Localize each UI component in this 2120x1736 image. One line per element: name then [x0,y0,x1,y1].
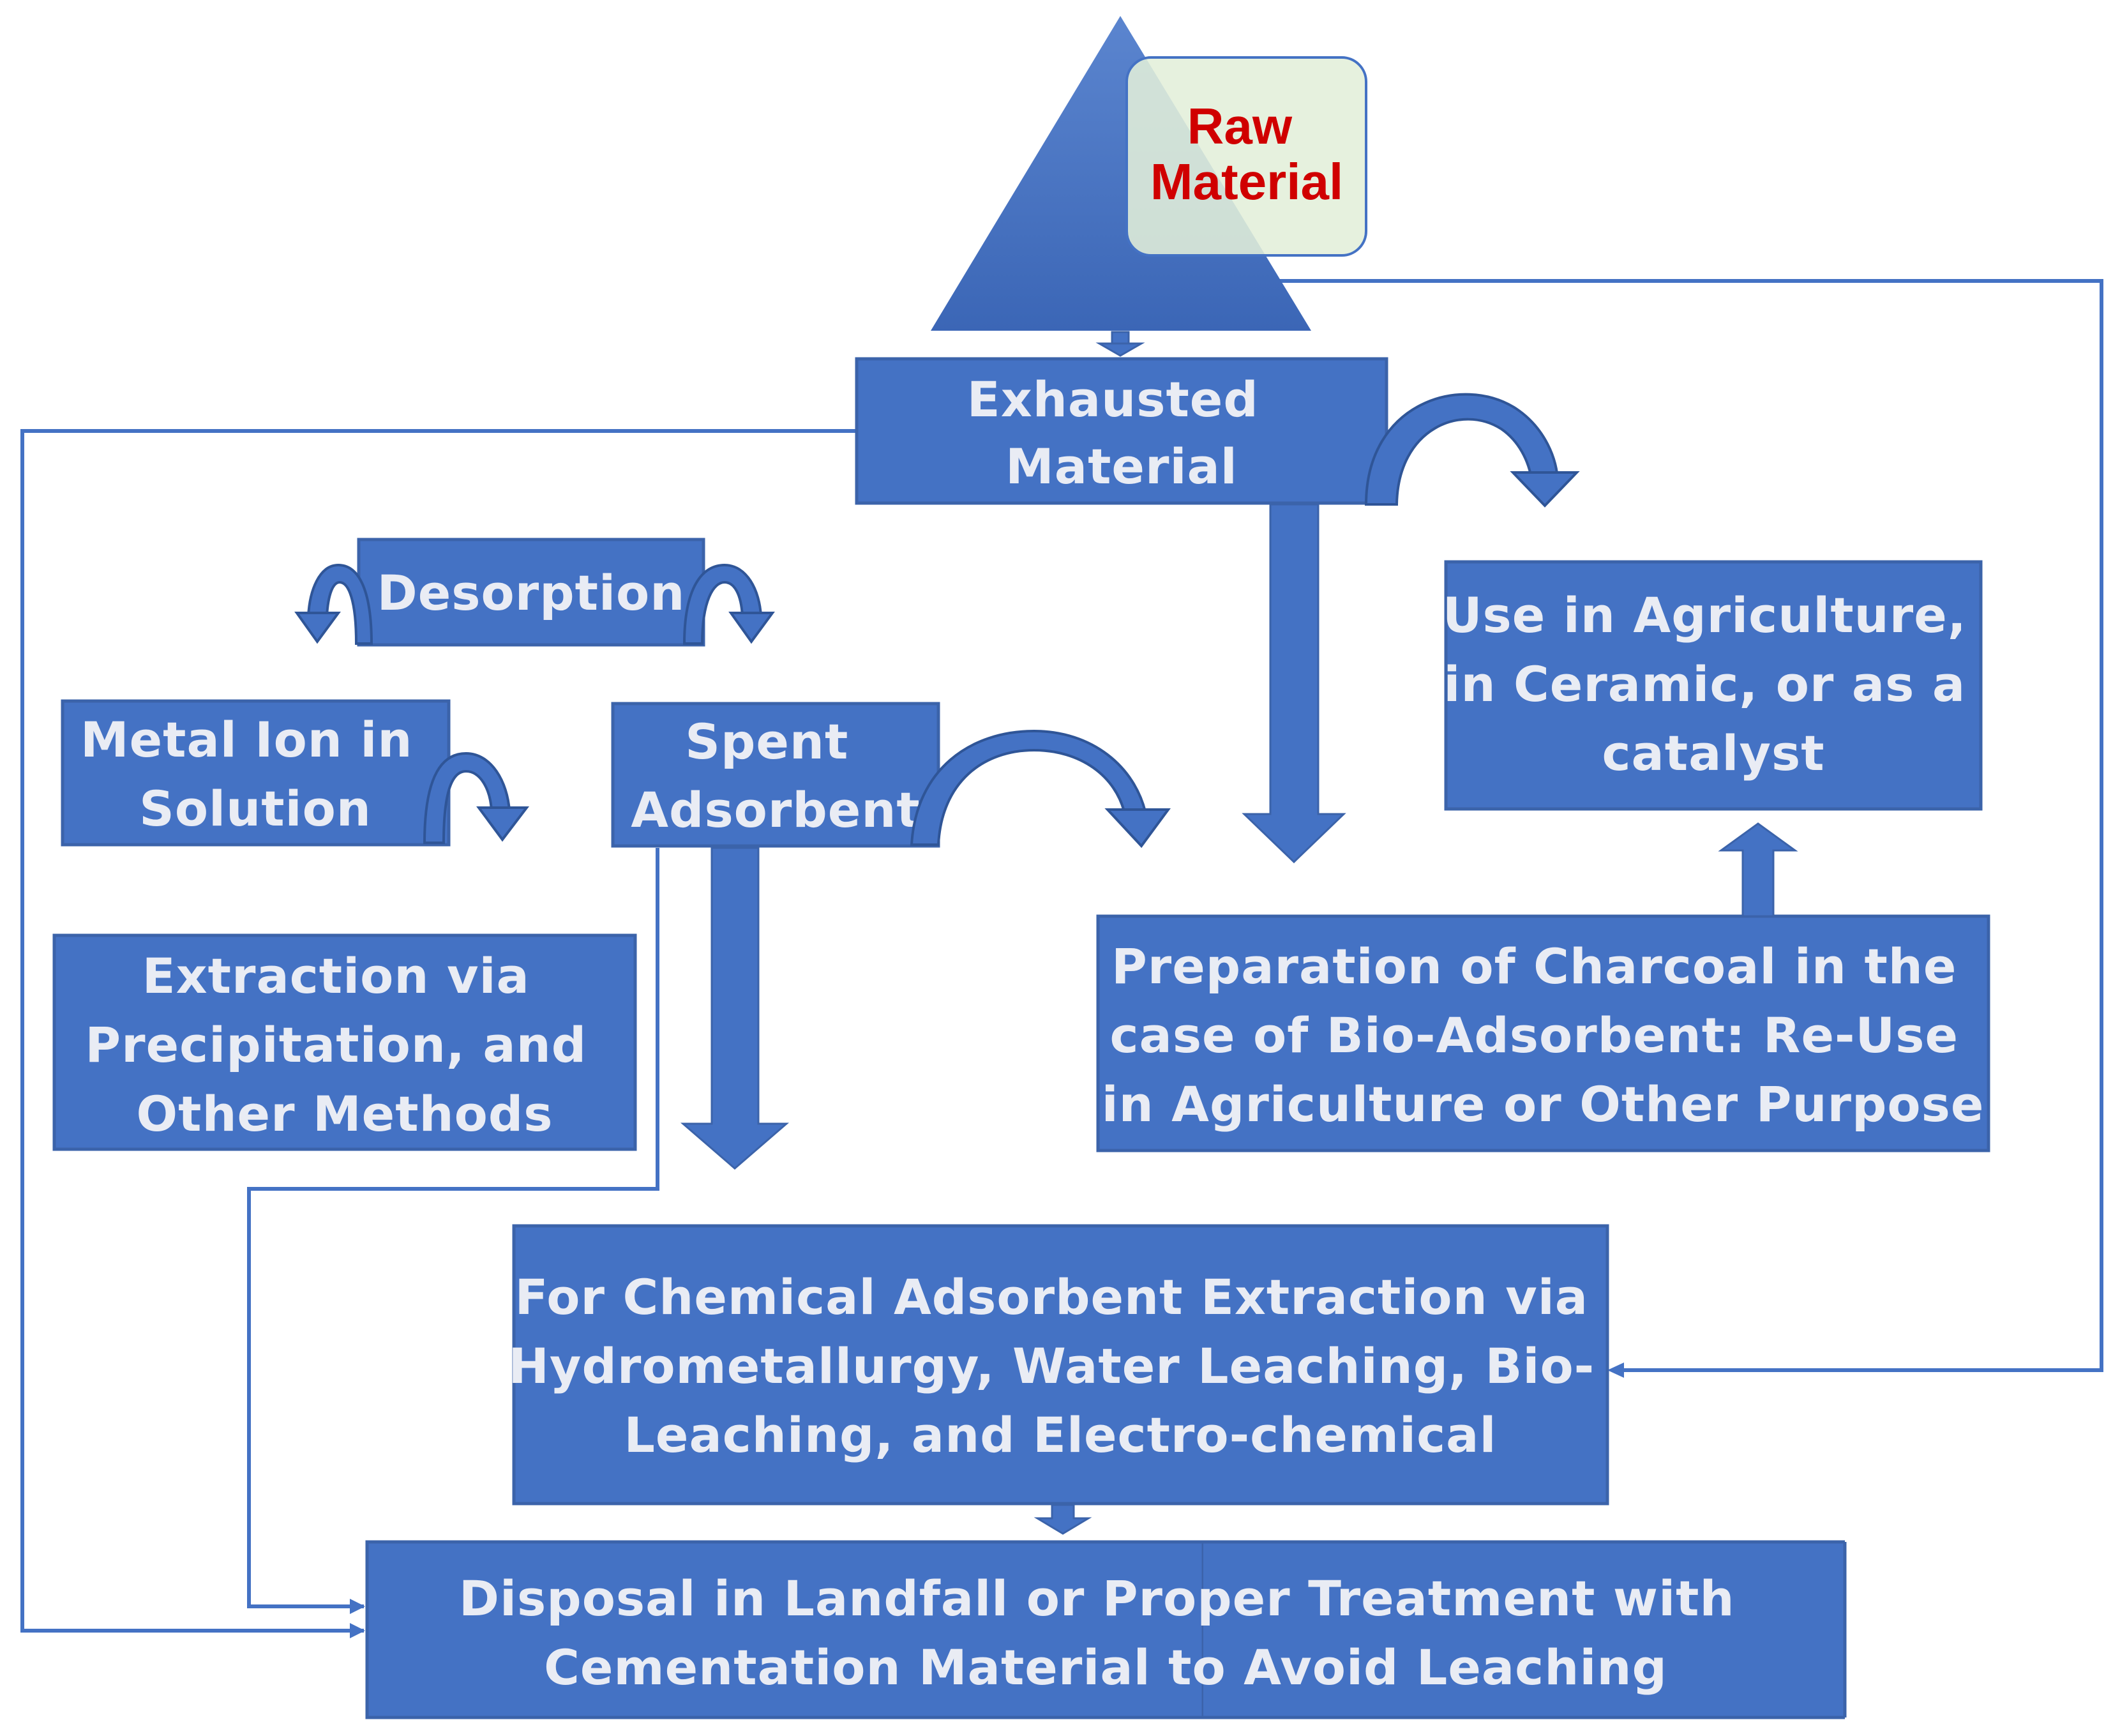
connector-exhausted-to-disposal [20,429,855,1633]
arrow-spent-to-chemical [680,847,790,1170]
desorption-label: Desorption [377,564,686,621]
use-agriculture-label: Use in Agriculture, in Ceramic, or as a … [1443,587,1984,781]
arrow-raw-to-exhausted-head [1095,342,1145,357]
curved-arrow-exhausted-head [1510,471,1580,508]
metal-ion-box [61,699,451,847]
disposal-box-extension [1203,1542,1845,1717]
disposal-box [365,1540,1205,1719]
spent-adsorbent-box [611,702,940,848]
curved-arrow-desorption-right-head [728,612,775,644]
spent-adsorbent-label: Spent Adsorbent [631,713,921,838]
extraction-precipitation-box [52,933,637,1151]
chemical-extraction-box [512,1224,1609,1506]
disposal-label: Disposal in Landfall or Proper Treatment… [459,1570,1752,1696]
curved-arrow-spent [910,729,1148,846]
use-agriculture-box [1444,560,1983,811]
charcoal-preparation-box [1096,914,1990,1152]
connector-spent-to-disposal [247,848,659,1608]
raw-material-label: Raw Material [1150,98,1343,210]
arrowhead-spent-to-disposal [350,1599,365,1614]
arrowhead-raw-to-chemical [1607,1362,1624,1378]
arrow-chemical-to-disposal [1034,1504,1092,1535]
metal-ion-label: Metal Ion in Solution [80,711,430,837]
arrowhead-exhausted-to-disposal [350,1623,365,1638]
charcoal-preparation-label: Preparation of Charcoal in the case of B… [1102,938,1985,1133]
arrow-charcoal-to-agriculture [1718,822,1798,917]
curved-arrow-spent-head [1104,808,1171,849]
curved-arrow-desorption-left-head [294,612,341,644]
exhausted-material-label: Exhausted Material [967,371,1276,495]
extraction-precipitation-label: Extraction via Precipitation, and Other … [85,947,604,1142]
curved-arrow-metal-ion-head [476,806,530,842]
raw-material-label-box [1125,56,1367,257]
chemical-extraction-label: For Chemical Adsorbent Extraction via Hy… [508,1269,1612,1463]
exhausted-material-box [855,357,1388,505]
arrow-exhausted-to-charcoal [1242,503,1346,864]
